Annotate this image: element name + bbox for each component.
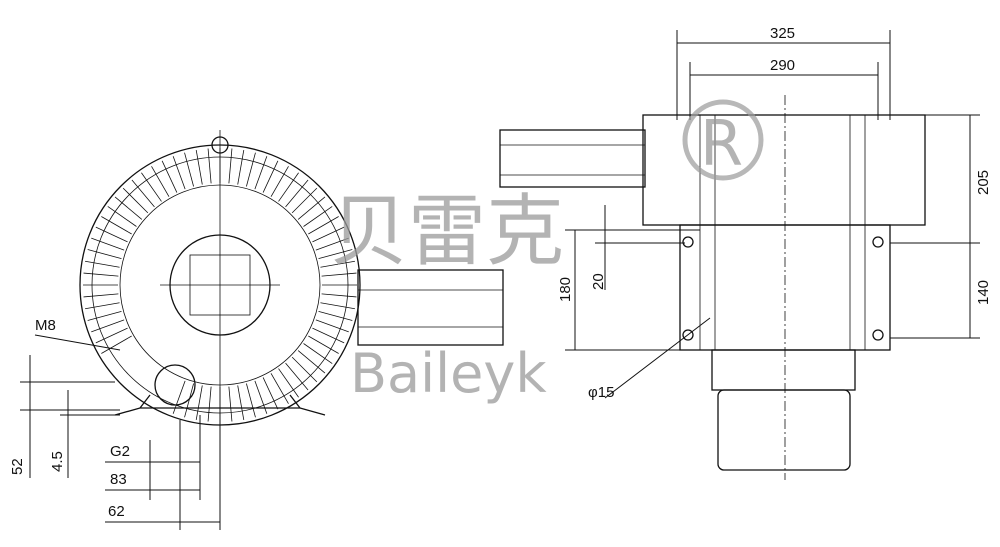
label-20: 20 <box>590 273 607 290</box>
label-52: 52 <box>9 458 26 475</box>
cooling-fin <box>308 216 339 235</box>
motor-body <box>717 389 851 471</box>
label-62: 62 <box>108 503 125 520</box>
cooling-fin <box>285 362 309 391</box>
cooling-fin <box>207 148 212 184</box>
cooling-fin <box>321 272 357 277</box>
cooling-fin <box>91 237 125 251</box>
cooling-fin <box>228 148 233 184</box>
cooling-fin <box>184 383 194 418</box>
base-foot <box>114 394 326 416</box>
cooling-fin <box>285 179 309 208</box>
registered-mark-circle <box>682 99 764 181</box>
cooling-fin <box>141 172 162 202</box>
watermark: 贝雷克 Baileyk R <box>330 99 764 405</box>
cooling-fin <box>195 385 203 420</box>
cooling-fin <box>237 385 245 420</box>
cooling-fin <box>91 319 125 333</box>
cooling-fin <box>114 196 143 220</box>
cooling-fin <box>320 260 355 268</box>
cooling-fin <box>318 311 353 321</box>
cooling-fin <box>228 386 233 422</box>
cooling-fin <box>262 160 279 193</box>
cooling-fin <box>151 166 170 197</box>
label-g2: G2 <box>110 443 130 460</box>
cooling-fin <box>83 293 119 298</box>
cooling-fin <box>270 166 289 197</box>
cooling-fin <box>85 260 120 268</box>
cooling-fin <box>297 196 326 220</box>
cooling-fin <box>321 293 357 298</box>
cooling-fin <box>172 380 186 414</box>
label-4-5: 4.5 <box>49 451 66 472</box>
cooling-fin <box>184 152 194 187</box>
cooling-fin <box>83 272 119 277</box>
cooling-fin <box>107 206 137 227</box>
cooling-fin <box>101 216 132 235</box>
leader-line <box>604 317 711 399</box>
label-phi15: φ15 <box>588 384 614 401</box>
cooling-fin <box>87 249 122 259</box>
mounting-hole <box>682 236 694 248</box>
cooling-fin <box>246 152 256 187</box>
cooling-fin <box>297 350 326 374</box>
cooling-fin <box>122 187 149 214</box>
label-m8: M8 <box>35 317 56 334</box>
outlet-pipe <box>357 269 504 346</box>
motor-flange <box>711 349 856 391</box>
cooling-fin <box>291 356 318 383</box>
label-205: 205 <box>975 170 992 195</box>
watermark-cn: 贝雷克 <box>330 187 564 277</box>
cooling-fin <box>312 226 345 243</box>
label-325: 325 <box>770 25 795 42</box>
cooling-fin <box>195 150 203 185</box>
side-view: 325 290 205 140 180 20 φ15 <box>499 25 992 480</box>
port-g2 <box>154 364 196 406</box>
mounting-hole <box>682 329 694 341</box>
cooling-fin <box>262 377 279 410</box>
watermark-en: Baileyk <box>350 342 547 405</box>
cooling-fin <box>254 156 268 190</box>
cooling-fin <box>87 311 122 321</box>
leader-line <box>34 334 121 351</box>
cooling-fin <box>131 179 155 208</box>
cooling-fin <box>207 386 212 422</box>
cooling-fin <box>95 226 128 243</box>
cooling-fin <box>312 327 345 344</box>
label-140: 140 <box>975 280 992 305</box>
label-83: 83 <box>110 471 127 488</box>
cooling-fin <box>172 156 186 190</box>
lifting-eye <box>211 136 229 154</box>
inlet-pipe <box>499 129 646 188</box>
cooling-fin <box>315 319 349 333</box>
cooling-fin <box>308 335 339 354</box>
label-290: 290 <box>770 57 795 74</box>
watermark-registered: R <box>700 107 743 180</box>
cooling-fin <box>246 383 256 418</box>
cooling-fin <box>291 187 318 214</box>
cooling-fin <box>315 237 349 251</box>
cooling-fin <box>270 373 289 404</box>
mounting-hole <box>872 236 884 248</box>
cooling-fin <box>278 172 299 202</box>
cooling-fin <box>161 160 178 193</box>
cooling-fin <box>101 335 132 354</box>
cooling-fin <box>254 380 268 414</box>
front-view: M8 52 4.5 G2 83 62 <box>9 130 504 530</box>
cooling-fin <box>237 150 245 185</box>
cooling-fin <box>278 368 299 398</box>
cooling-fin <box>320 302 355 310</box>
label-180: 180 <box>557 277 574 302</box>
cooling-fin <box>303 343 333 364</box>
mounting-hole <box>872 329 884 341</box>
cooling-fin <box>85 302 120 310</box>
cooling-fin <box>303 206 333 227</box>
cooling-fin <box>318 249 353 259</box>
cooling-fin <box>95 327 128 344</box>
